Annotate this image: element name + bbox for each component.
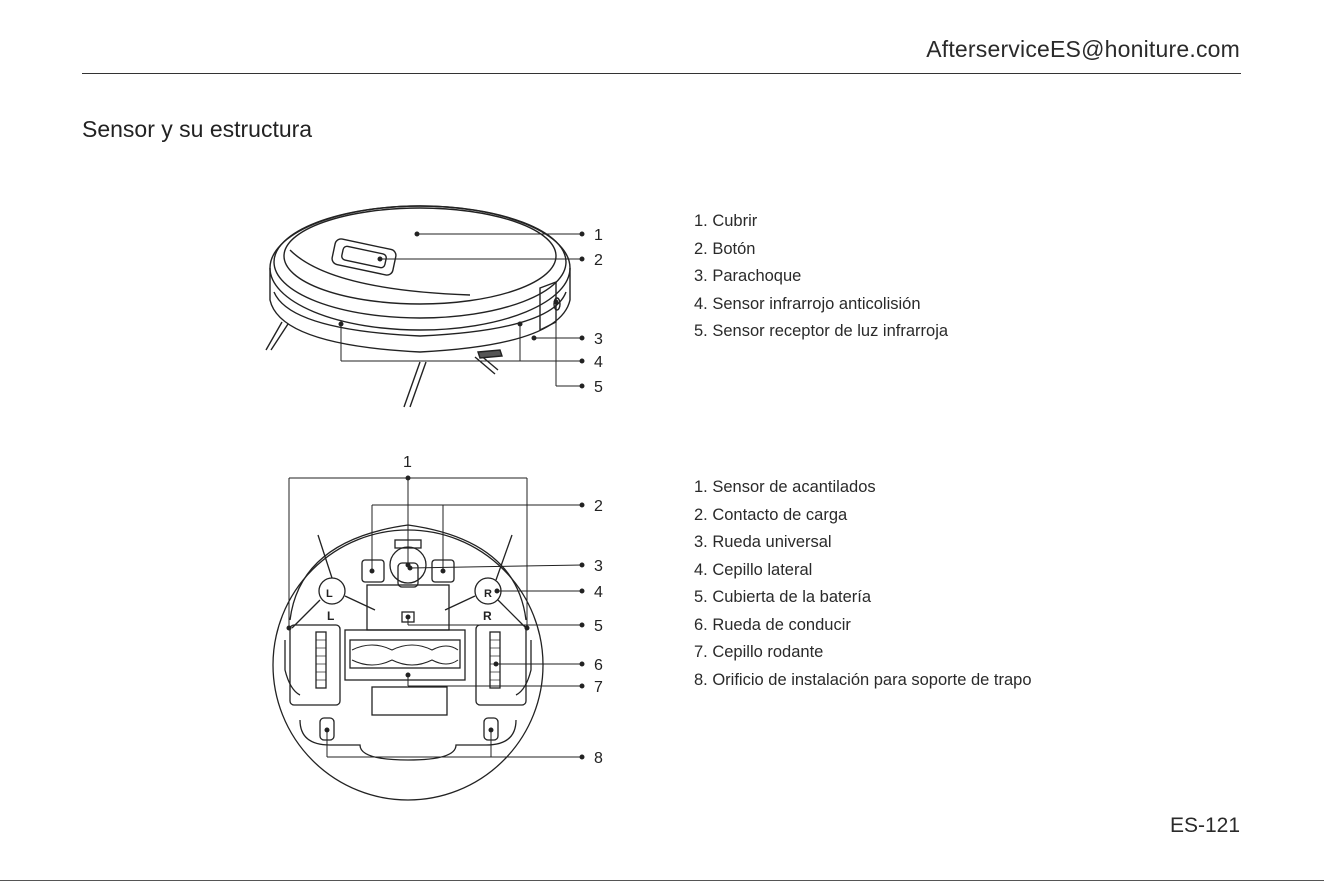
right-wheel-label: R [483, 609, 492, 623]
bottom-callout-5: 5 [594, 618, 603, 635]
list-item: 3. Rueda universal [694, 533, 832, 551]
footer-divider [0, 880, 1324, 881]
bottom-callout-7: 7 [594, 679, 603, 696]
list-item: 2. Botón [694, 239, 756, 258]
top-callout-3: 3 [594, 331, 603, 348]
list-item: 1. Cubrir [694, 212, 758, 230]
top-callout-5: 5 [594, 379, 603, 396]
top-callout-1: 1 [594, 227, 603, 244]
section-title: Sensor y su estructura [82, 116, 313, 142]
bottom-callout-8: 8 [594, 750, 603, 767]
list-item: 5. Sensor receptor de luz infrarroja [694, 322, 949, 340]
list-item: 2. Contacto de carga [694, 505, 848, 524]
list-item: 4. Cepillo lateral [694, 560, 813, 579]
page-number: ES-121 [1169, 814, 1240, 837]
list-item: 8. Orificio de instalación para soporte … [694, 670, 1032, 689]
list-item: 6. Rueda de conducir [694, 615, 851, 634]
bottom-callout-3: 3 [594, 558, 603, 575]
list-item: 3. Parachoque [694, 267, 802, 285]
bottom-callout-2: 2 [594, 498, 603, 515]
bottom-callout-6: 6 [594, 657, 603, 674]
bottom-callout-4: 4 [594, 584, 603, 601]
list-item: 7. Cepillo rodante [694, 643, 824, 661]
list-item: 4. Sensor infrarrojo anticolisión [694, 294, 921, 313]
header-email: AfterserviceES@honiture.com [926, 36, 1240, 62]
list-item: 1. Sensor de acantilados [694, 478, 876, 496]
top-callout-2: 2 [594, 252, 603, 269]
left-hub-mark: L [326, 588, 333, 600]
top-view-parts-list: 1. Cubrir 2. Botón 3. Parachoque 4. Sens… [694, 208, 948, 346]
right-hub-mark: R [484, 588, 492, 600]
left-wheel-label: L [327, 609, 334, 623]
header-divider [82, 73, 1241, 74]
bottom-view-parts-list: 1. Sensor de acantilados 2. Contacto de … [694, 474, 1032, 694]
top-callout-4: 4 [594, 354, 603, 371]
list-item: 5. Cubierta de la batería [694, 588, 872, 606]
bottom-callout-1: 1 [403, 454, 412, 471]
